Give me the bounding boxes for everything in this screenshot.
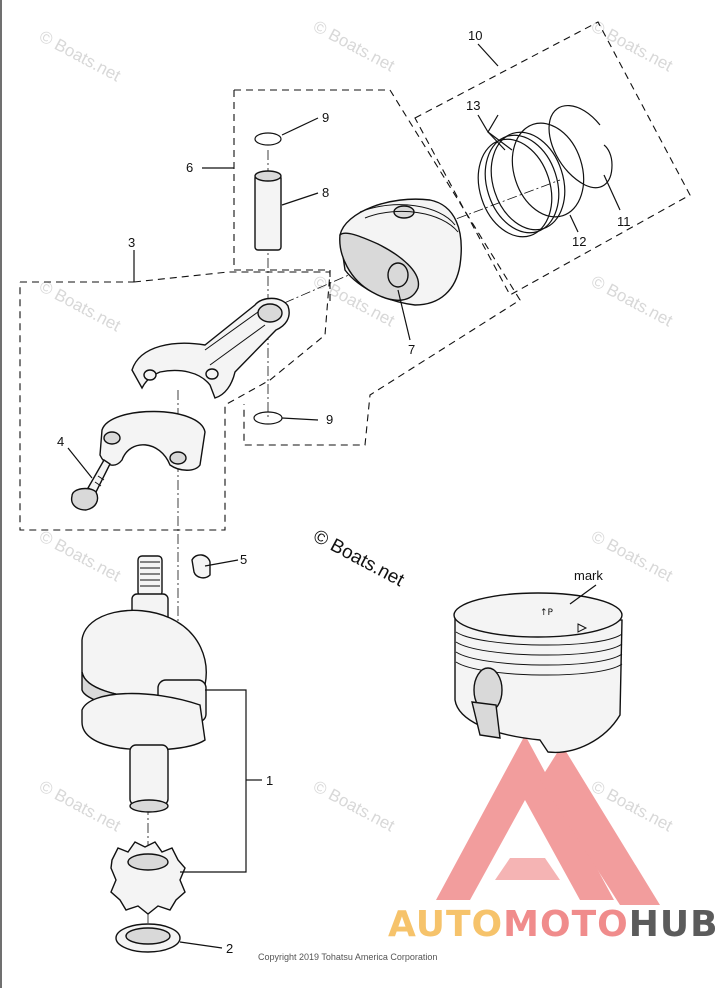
watermark-4: © Boats.net: [36, 277, 124, 336]
piston-ring-top: [548, 105, 613, 189]
group-box-6: [234, 89, 521, 446]
watermark-10: © Boats.net: [310, 777, 398, 836]
brand-wordmark: AUTOMOTOHUB: [388, 904, 717, 945]
callout-7: 7: [408, 342, 415, 357]
watermark-1: © Boats.net: [36, 27, 124, 86]
piston-rings-oil: [477, 131, 566, 238]
svg-text:↑P: ↑P: [540, 608, 554, 618]
copyright-text: Copyright 2019 Tohatsu America Corporati…: [258, 952, 437, 962]
group-box-6-left: [233, 90, 331, 302]
callout-10: 10: [468, 28, 482, 43]
watermark-3: © Boats.net: [588, 17, 676, 76]
watermark-2: © Boats.net: [310, 17, 398, 76]
washer: [115, 923, 181, 953]
center-watermark: © Boats.net: [310, 526, 408, 592]
callout-1: 1: [266, 773, 273, 788]
callout-9-bottom: 9: [326, 412, 333, 427]
callout-9-top: 9: [322, 110, 329, 125]
brand-hub: HUB: [629, 904, 717, 945]
piston-pin-clip-top: [254, 132, 282, 146]
callout-13: 13: [466, 98, 480, 113]
callout-2: 2: [226, 941, 233, 956]
piston-detail-view: ↑P: [453, 592, 623, 754]
group-box-10: [414, 21, 691, 296]
leader-lines: [67, 43, 621, 949]
connecting-rod-cap: [99, 410, 206, 471]
callout-11: 11: [617, 214, 631, 229]
automotohub-logo: [436, 735, 660, 905]
crankshaft-gear: [110, 841, 186, 915]
piston-pin-clip-bottom: [253, 411, 283, 425]
crankshaft: [81, 555, 207, 813]
watermark-6: © Boats.net: [588, 272, 676, 331]
centerline-rings: [439, 179, 561, 226]
watermark-9: © Boats.net: [36, 777, 124, 836]
callout-5: 5: [240, 552, 247, 567]
brand-moto: MOTO: [503, 904, 629, 945]
callout-12: 12: [572, 234, 586, 249]
group-box-3: [19, 271, 331, 531]
piston-ring-second: [511, 122, 585, 218]
piston-mark-label: mark: [574, 568, 603, 583]
brand-auto: AUTO: [388, 904, 503, 945]
callout-6: 6: [186, 160, 193, 175]
connecting-rod: [131, 297, 290, 399]
piston-pin: [254, 170, 282, 251]
callout-8: 8: [322, 185, 329, 200]
callout-3: 3: [128, 235, 135, 250]
callout-4: 4: [57, 434, 64, 449]
piston: [339, 198, 462, 306]
woodruff-key: [191, 554, 211, 579]
rod-bolt: [70, 459, 111, 511]
watermark-7: © Boats.net: [36, 527, 124, 586]
